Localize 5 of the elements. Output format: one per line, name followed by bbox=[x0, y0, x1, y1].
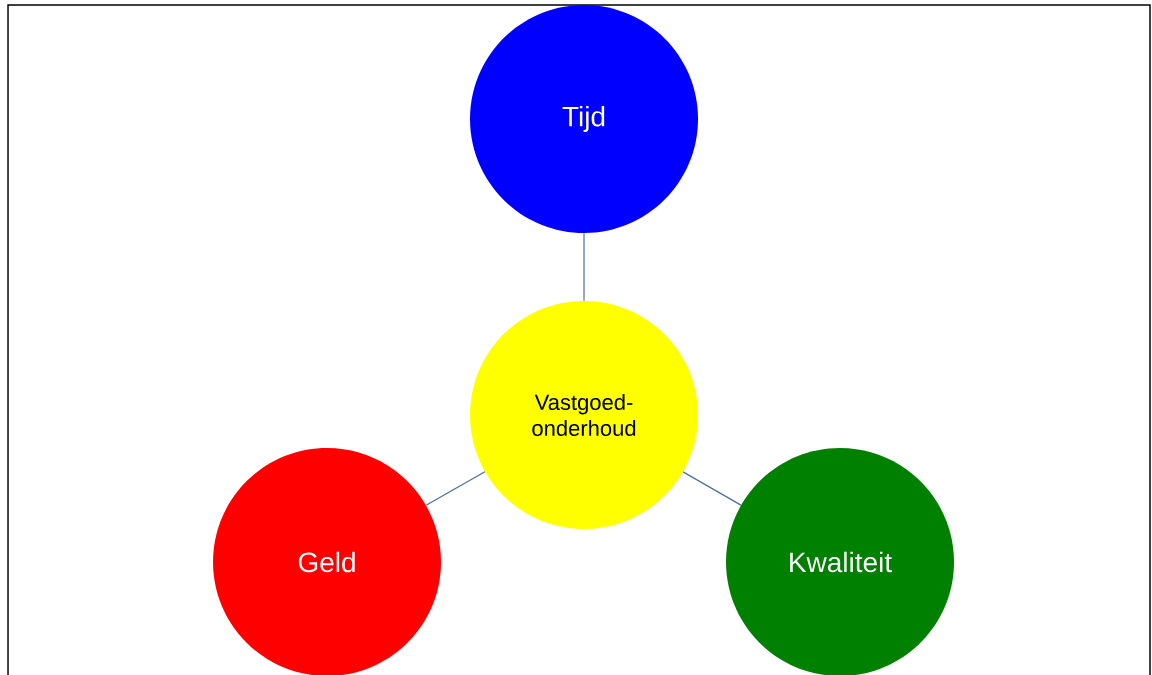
circle-node: Vastgoed- onderhoud bbox=[470, 301, 698, 529]
circle-node: Tijd bbox=[470, 5, 698, 233]
connector-line bbox=[682, 471, 742, 506]
connector-line bbox=[425, 471, 486, 506]
connector-line bbox=[583, 232, 585, 302]
